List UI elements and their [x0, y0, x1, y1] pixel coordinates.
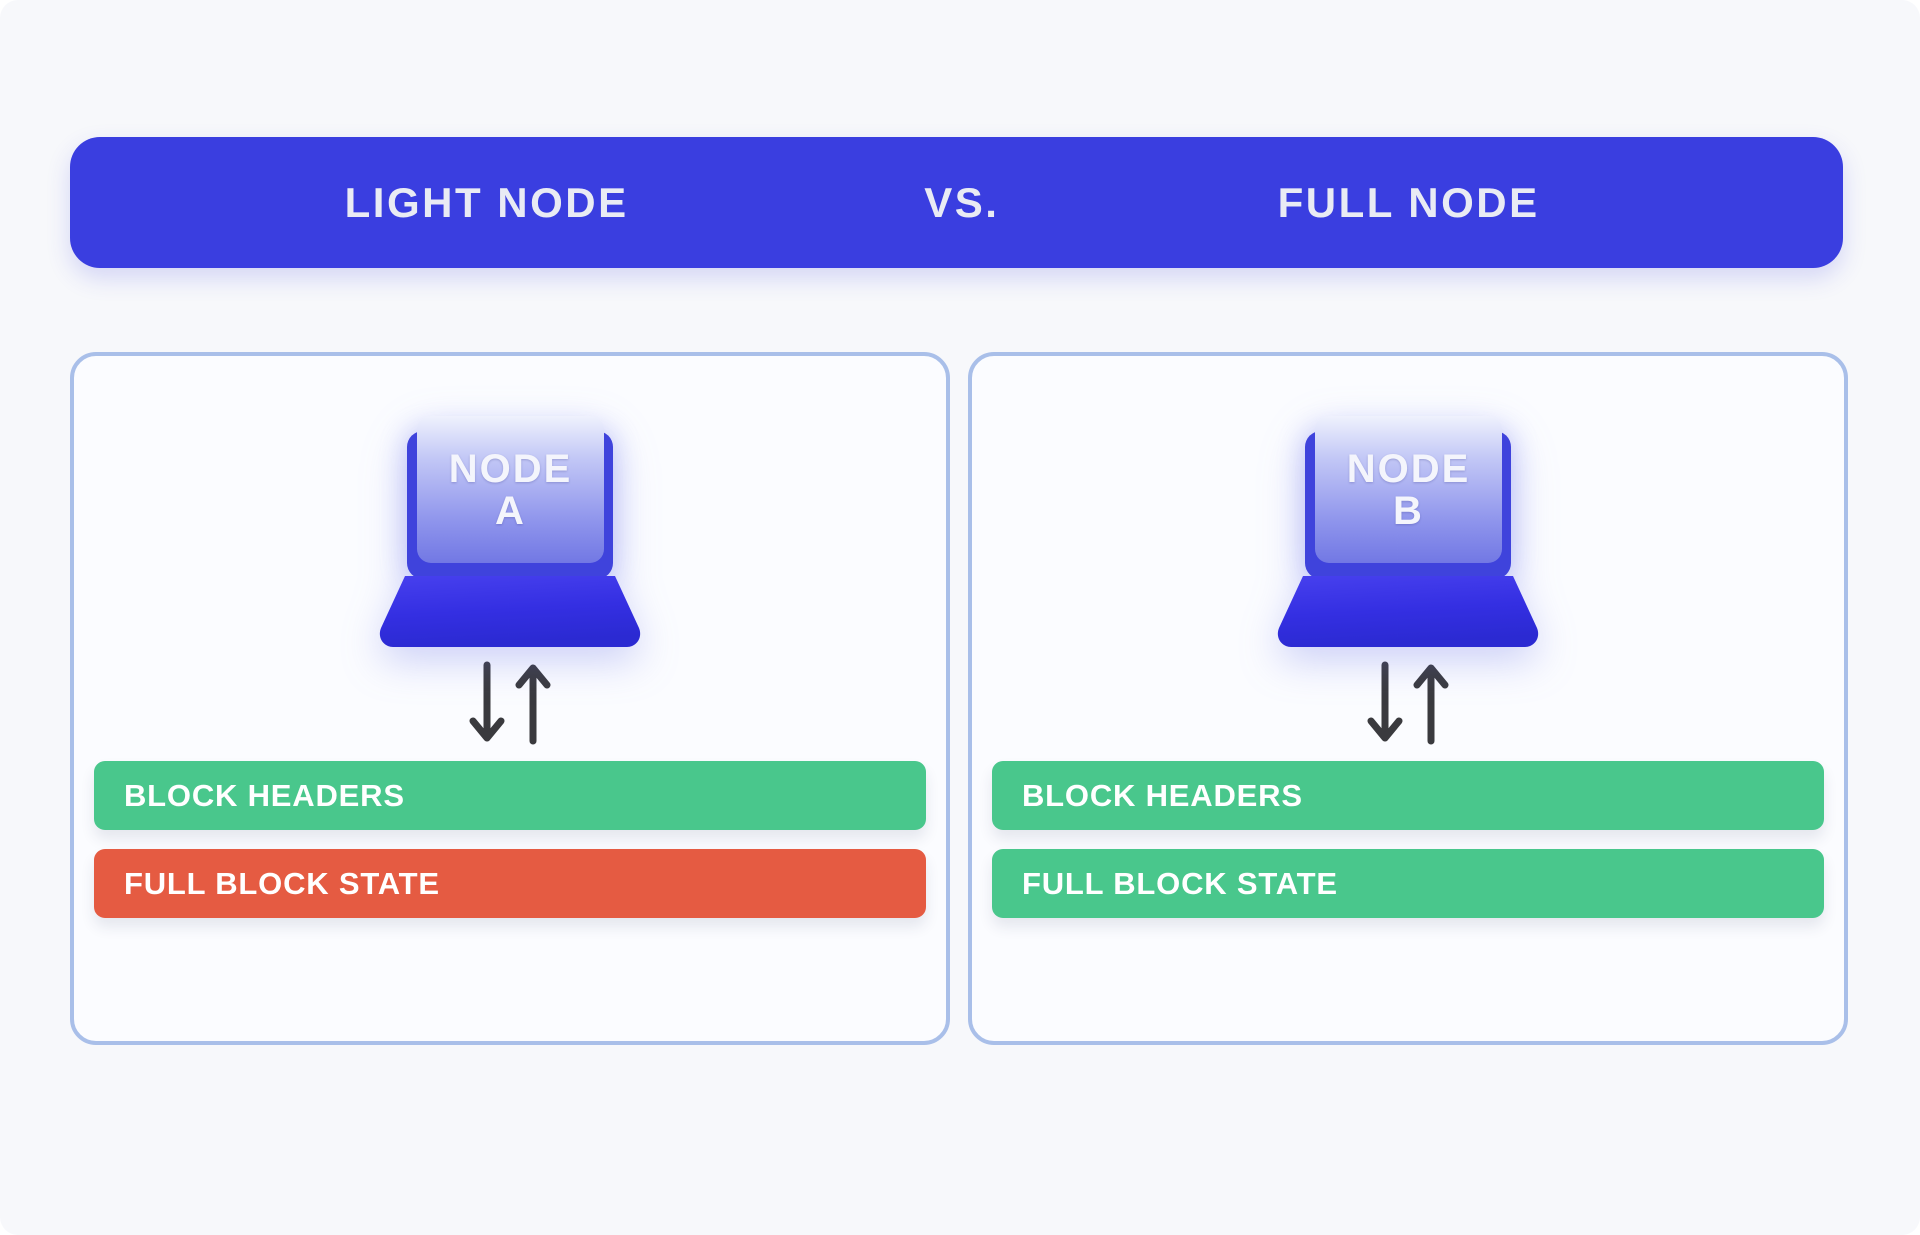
node-name-line1: NODE: [1346, 446, 1471, 491]
full-block-state-bar: FULL BLOCK STATE: [992, 849, 1824, 918]
laptop-screen: NODE B: [1315, 416, 1502, 563]
data-bars: BLOCK HEADERS FULL BLOCK STATE: [992, 761, 1824, 918]
panel-light-node: NODE A: [70, 352, 950, 1045]
laptop-base: [379, 576, 641, 647]
bar-label: FULL BLOCK STATE: [124, 865, 440, 901]
title-left: LIGHT NODE: [344, 178, 629, 226]
data-bars: BLOCK HEADERS FULL BLOCK STATE: [94, 761, 926, 918]
exchange-arrows: [1367, 660, 1449, 746]
bar-label: FULL BLOCK STATE: [1022, 865, 1338, 901]
block-headers-bar: BLOCK HEADERS: [992, 761, 1824, 830]
title-bar: LIGHT NODE VS. FULL NODE: [70, 137, 1843, 268]
bar-label: BLOCK HEADERS: [1022, 777, 1303, 813]
panel-full-node: NODE B: [968, 352, 1848, 1045]
block-headers-bar: BLOCK HEADERS: [94, 761, 926, 830]
laptop-screen: NODE A: [417, 416, 604, 563]
node-name-line1: NODE: [448, 446, 573, 491]
node-name-line2: B: [1393, 488, 1424, 533]
node-name-line2: A: [495, 488, 526, 533]
bar-label: BLOCK HEADERS: [124, 777, 405, 813]
down-arrow-icon: [469, 661, 505, 742]
full-block-state-bar: FULL BLOCK STATE: [94, 849, 926, 918]
up-arrow-icon: [515, 664, 551, 745]
title-right: FULL NODE: [1277, 178, 1540, 226]
exchange-arrows: [469, 660, 551, 746]
laptop-base: [1277, 576, 1539, 647]
laptop-icon-node-b: NODE B: [1275, 416, 1541, 650]
up-arrow-icon: [1413, 664, 1449, 745]
title-versus: VS.: [924, 178, 1000, 226]
down-arrow-icon: [1367, 661, 1403, 742]
laptop-icon-node-a: NODE A: [377, 416, 643, 650]
